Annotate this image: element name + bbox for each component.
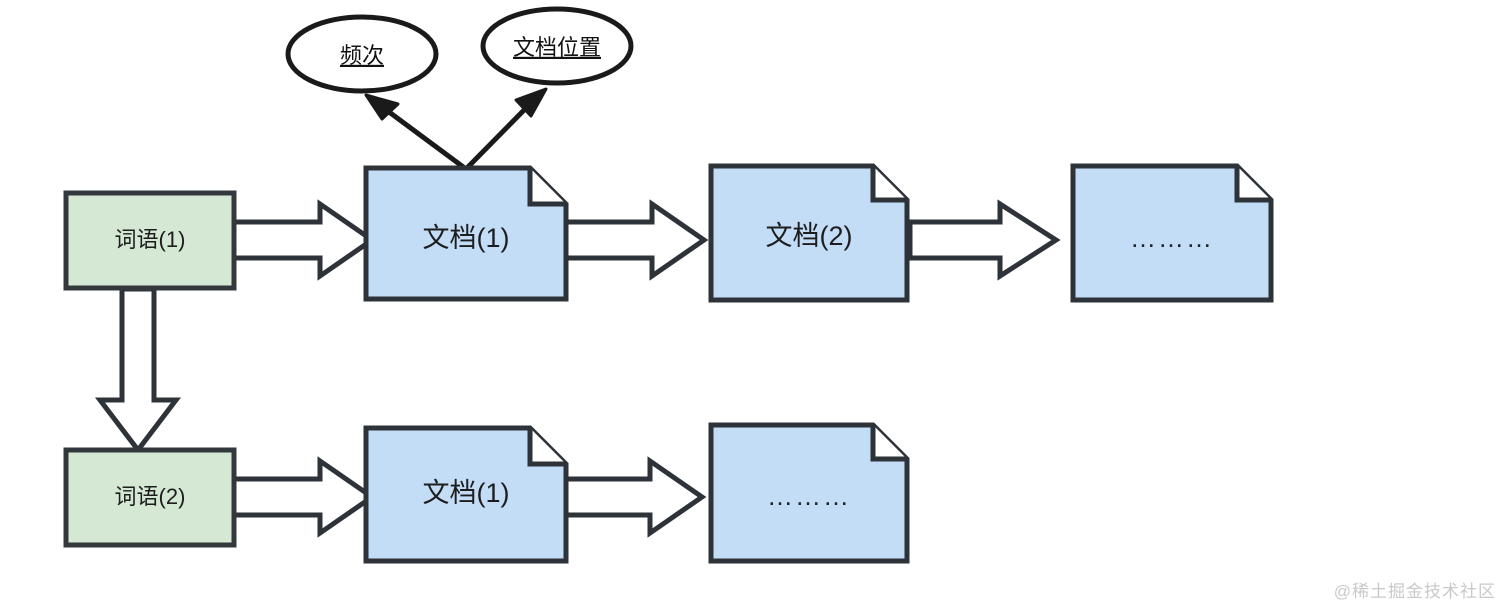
document-node-row1-3-shape bbox=[1070, 163, 1274, 303]
document-node-row1-2-label: 文档(2) bbox=[766, 221, 853, 251]
term-node-1-label: 词语(1) bbox=[115, 227, 186, 252]
arrow-term2-to-doc1b bbox=[231, 456, 377, 538]
term-node-2[interactable]: 词语(2) bbox=[63, 447, 237, 548]
watermark-text: @稀土掘金技术社区 bbox=[1333, 582, 1496, 601]
row-1: 词语(1) 文档(1) 文档(2) ……… bbox=[63, 163, 1274, 303]
arrow-doc1-to-doc2 bbox=[563, 199, 709, 281]
term-node-2-label: 词语(2) bbox=[115, 484, 186, 509]
document-node-row1-3-fold bbox=[1234, 166, 1271, 203]
document-node-row1-1-label: 文档(1) bbox=[423, 223, 510, 253]
document-node-row1-2-fold bbox=[870, 166, 907, 203]
document-node-row2-2[interactable]: ……… bbox=[708, 422, 910, 564]
document-node-row1-1-fold bbox=[527, 168, 566, 207]
term-node-2-shape bbox=[63, 447, 237, 548]
attribute-arrow-group bbox=[364, 87, 548, 172]
arrow-doc1b-to-doc2b bbox=[563, 456, 707, 538]
arrow-doc2-to-doc3 bbox=[907, 199, 1061, 281]
document-node-row1-1-shape bbox=[363, 165, 569, 302]
attr-arrow-frequency-line bbox=[379, 103, 468, 172]
attr-arrow-position-head bbox=[514, 87, 548, 118]
document-node-row1-3-label: ……… bbox=[1130, 223, 1214, 253]
document-node-row2-2-shape bbox=[708, 422, 910, 564]
bubble-frequency[interactable]: 频次 bbox=[285, 14, 439, 94]
bubble-doc-position-shape bbox=[480, 6, 634, 86]
attr-arrow-position-line bbox=[464, 101, 533, 171]
term-node-1[interactable]: 词语(1) bbox=[63, 190, 237, 291]
bubble-frequency-shape bbox=[285, 14, 439, 94]
document-node-row1-1[interactable]: 文档(1) bbox=[363, 165, 569, 302]
document-node-row2-1-shape bbox=[363, 425, 569, 564]
document-node-row2-1-fold bbox=[527, 428, 566, 467]
document-node-row1-2-shape bbox=[708, 163, 910, 303]
document-node-row1-3[interactable]: ……… bbox=[1070, 163, 1274, 303]
document-node-row1-2[interactable]: 文档(2) bbox=[708, 163, 910, 303]
document-node-row2-1-label: 文档(1) bbox=[423, 478, 510, 508]
attr-arrow-frequency-head bbox=[364, 93, 400, 121]
bubble-doc-position-label: 文档位置 bbox=[513, 35, 601, 60]
arrow-term1-to-doc1 bbox=[231, 199, 377, 281]
term-node-1-shape bbox=[63, 190, 237, 291]
document-node-row2-2-fold bbox=[870, 425, 907, 462]
document-node-row2-2-label: ……… bbox=[767, 481, 851, 511]
block-arrow-group bbox=[94, 199, 1061, 538]
bubble-frequency-label: 频次 bbox=[340, 43, 384, 68]
arrow-term1-to-term2 bbox=[94, 286, 182, 455]
bubble-doc-position[interactable]: 文档位置 bbox=[480, 6, 634, 86]
row-2: 词语(2) 文档(1) ……… bbox=[63, 422, 910, 564]
document-node-row2-1[interactable]: 文档(1) bbox=[363, 425, 569, 564]
